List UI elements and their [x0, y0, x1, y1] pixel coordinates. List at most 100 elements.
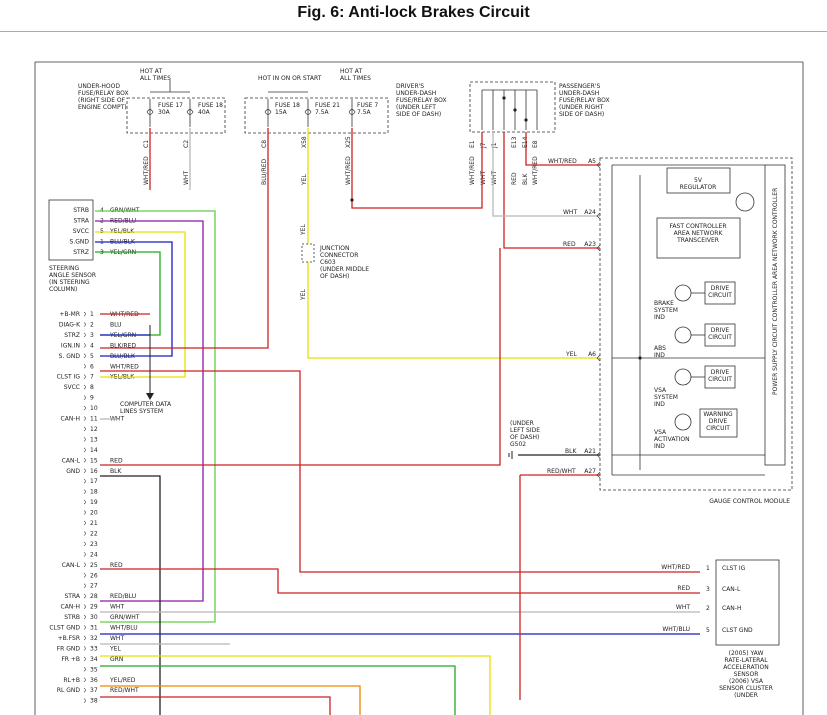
underhood-fuse-box	[126, 97, 226, 134]
connector-mark	[83, 416, 86, 421]
connector-mark	[83, 311, 86, 317]
connector-mark	[83, 541, 86, 547]
wire-gnd-blk	[100, 475, 161, 715]
fuse17-label: 30A	[158, 109, 171, 116]
fuse-wire-label: WHT	[491, 171, 498, 185]
sensor-cluster-label: (2005) YAW	[729, 650, 764, 657]
module-pin-name: CLST GND	[49, 625, 80, 632]
sensor-cluster-label: RATE-LATERAL	[724, 657, 768, 664]
module-wire-label: GRN	[110, 656, 123, 663]
driver-box-label: SIDE OF DASH)	[396, 111, 441, 118]
steering-pin-name: STRZ	[73, 249, 89, 256]
module-pin-number: 31	[90, 625, 98, 632]
module-pin-name: CAN-L	[62, 562, 81, 569]
module-pin-number: 4	[90, 342, 94, 349]
junction-connector-c603	[301, 243, 315, 263]
gcm-pin-label: A21	[584, 448, 596, 455]
fastcan-label: TRANSCEIVER	[676, 237, 719, 244]
connector-mark	[596, 244, 601, 252]
module-wire-label: WHT/BLU	[110, 625, 138, 632]
driver-box-label: DRIVER'S	[396, 83, 424, 90]
fastcan-label: AREA NETWORK	[674, 230, 724, 237]
module-pin-number: 37	[90, 687, 98, 694]
yel-wire-label: YEL	[300, 289, 307, 301]
module-pin-number: 29	[90, 604, 98, 611]
connector-mark	[596, 354, 601, 362]
ground-label: LEFT SIDE	[510, 427, 540, 434]
module-pin-number: 36	[90, 677, 98, 684]
junction-label: CONNECTOR	[320, 252, 358, 259]
passenger-box-label: SIDE OF DASH)	[559, 111, 604, 118]
gauge-control-module	[599, 157, 793, 491]
fuse-wire-label: RED	[511, 172, 518, 185]
module-pin-number: 10	[90, 405, 98, 412]
module-pin-name: CAN-H	[61, 416, 80, 423]
fuse-wire-label: WHT/RED	[469, 156, 476, 185]
connector-mark	[83, 353, 86, 359]
fuse21-label: FUSE 21	[315, 102, 340, 109]
underhood-box-label: UNDER-HOOD	[78, 83, 120, 90]
brake-ind-label: IND	[654, 314, 665, 321]
abs-ind-label: ABS	[654, 345, 666, 352]
fuse-icon	[186, 109, 194, 115]
module-wire-label: WHT	[110, 604, 124, 611]
connector-mark	[83, 499, 86, 505]
connector-mark	[83, 332, 86, 338]
module-pin-number: 22	[90, 530, 98, 537]
module-pin-number: 26	[90, 572, 98, 579]
module-pin-name: STRZ	[64, 332, 80, 339]
brake-ind-label: BRAKE	[654, 300, 674, 307]
fuse-icon	[348, 109, 356, 115]
fuse-wire-label: WHT/RED	[143, 156, 150, 185]
steering-sensor-label: ANGLE SENSOR	[49, 272, 96, 279]
module-pin-number: 16	[90, 468, 98, 475]
module-pin-number: 14	[90, 447, 98, 454]
wire-svcc-yel-blk	[95, 231, 186, 378]
wire-strb-grn-wht	[95, 210, 216, 623]
indicator-bulb-icon	[674, 326, 692, 344]
a27-wire-label: RED/WHT	[547, 468, 576, 475]
module-pin-number: 25	[90, 562, 98, 569]
abs-ind-label: IND	[654, 352, 665, 359]
connector-mark	[83, 468, 86, 473]
module-pin-number: 23	[90, 541, 98, 548]
fuse18-label: FUSE 18	[198, 102, 223, 109]
fuse17-label: FUSE 17	[158, 102, 183, 109]
module-pin-number: 32	[90, 635, 98, 642]
regulator-label: 5V	[694, 177, 703, 184]
driver-box-label: FUSE/RELAY BOX	[396, 97, 447, 104]
module-pin-name: IGN.IN	[61, 342, 80, 349]
sensor-pin-number: 1	[706, 565, 710, 572]
fuse-pin-label: J7	[480, 142, 487, 149]
module-pin-name: STRB	[64, 614, 80, 621]
sensor-wire-label: RED	[677, 585, 690, 592]
wire-can-l-sensor	[100, 568, 700, 594]
module-pin-number: 8	[90, 384, 94, 391]
wire-yel-a6	[307, 262, 600, 359]
connector-mark	[83, 364, 86, 369]
sensor-cluster-label: (2006) VSA	[729, 678, 764, 685]
ground-label: OF DASH)	[510, 434, 539, 441]
driver-box-label: UNDER-DASH	[396, 90, 436, 97]
a23-wire-label: RED	[563, 241, 576, 248]
module-pin-name: DIAG-K	[59, 321, 81, 328]
sensor-cluster-box	[715, 559, 780, 646]
sensor-pin-name: CLST IG	[722, 565, 746, 572]
module-pin-number: 7	[90, 374, 94, 381]
wire-a5-whtred	[525, 132, 600, 166]
computer-data-label: LINES SYSTEM	[120, 408, 163, 415]
drive-circuit-label: DRIVE	[711, 327, 730, 334]
wire-clst-ig	[100, 370, 700, 573]
arrow-icon	[146, 393, 154, 400]
gcm-pin-label: A24	[584, 209, 596, 216]
module-pin-name: RL+B	[63, 677, 80, 684]
drive-circuit-label: CIRCUIT	[708, 376, 732, 383]
gcm-pin-label: A27	[584, 468, 596, 475]
module-wire-label: WHT/RED	[110, 363, 139, 370]
connector-mark	[83, 531, 86, 536]
vsa-act-label: VSA	[654, 429, 667, 436]
hot-at-all-times-label: ALL TIMES	[140, 75, 171, 82]
connector-mark	[83, 374, 86, 379]
warning-drive-box	[699, 408, 738, 438]
connector-mark	[83, 384, 86, 390]
